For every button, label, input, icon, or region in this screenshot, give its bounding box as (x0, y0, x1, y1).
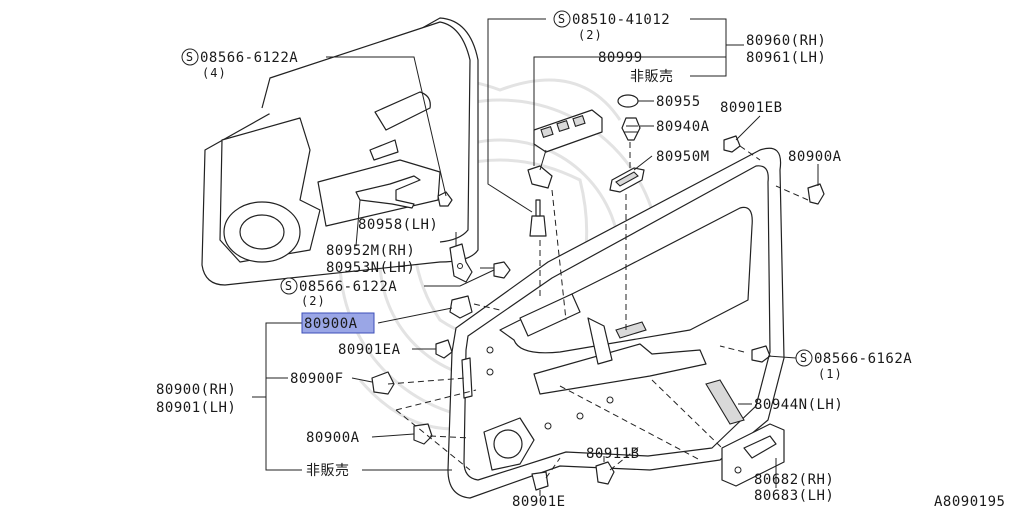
label-80958: 80958(LH) (358, 217, 438, 233)
label-80900F: 80900F (290, 371, 344, 387)
label-80950M: 80950M (656, 149, 710, 165)
svg-text:S: S (285, 279, 293, 293)
label-80961-lh: 80961(LH) (746, 50, 826, 66)
svg-text:S: S (558, 12, 566, 26)
armrest-bracket (355, 175, 421, 209)
clip-80900A-left (413, 423, 433, 445)
handle-bezel-80682 (721, 423, 785, 487)
label-80911B: 80911B (586, 446, 640, 462)
clip-80900A-right (807, 183, 825, 205)
label-80900A-highlight: 80900A (304, 316, 358, 332)
label-80953N: 80953N(LH) (326, 260, 415, 276)
s-symbol-right: S (795, 349, 813, 367)
bracket-80958 (449, 243, 473, 283)
clip-80900AA (449, 295, 473, 319)
label-80952M: 80952M(RH) (326, 243, 415, 259)
label-80682-rh: 80682(RH) (754, 472, 834, 488)
label-screw-left: 08566-6122A (299, 279, 397, 295)
clip-80901E (531, 471, 549, 491)
label-80900A-right: 80900A (788, 149, 842, 165)
label-80999: 80999 (598, 50, 643, 66)
assembly-lines (387, 142, 809, 479)
s-symbol-mid: S (553, 10, 571, 28)
label-80683-lh: 80683(LH) (754, 488, 834, 504)
bolt-08566-6122A-lower (480, 261, 511, 279)
label-80944N: 80944N(LH) (754, 397, 843, 413)
label-screw-mid: 08510-41012 (572, 12, 670, 28)
cap-80955 (617, 94, 639, 108)
label-80955: 80955 (656, 94, 701, 110)
s-symbol-left: S (280, 277, 298, 295)
callout-labels: 08566-6122A (4) 08510-41012 (2) 80960(RH… (156, 12, 1005, 510)
label-screw-top: 08566-6122A (200, 50, 298, 66)
leader-lines (252, 18, 819, 496)
bolt-08566-6122A (437, 191, 453, 207)
power-window-switch (527, 109, 603, 189)
clip-80940A (621, 117, 641, 141)
door-inner-frame (201, 17, 479, 286)
label-screw-top-qty: (4) (202, 66, 227, 80)
label-not-for-sale-bottom: 非販売 (306, 463, 350, 479)
label-80960-rh: 80960(RH) (746, 33, 826, 49)
label-screw-right: 08566-6162A (814, 351, 912, 367)
pull-cup-80950M (609, 167, 645, 193)
label-80940A: 80940A (656, 119, 710, 135)
svg-text:S: S (186, 50, 194, 64)
label-80900A-left: 80900A (306, 430, 360, 446)
label-not-for-sale-top: 非販売 (630, 69, 674, 85)
diagram-id: A8090195 (934, 494, 1005, 510)
clip-80911B (595, 461, 615, 485)
label-80901EB: 80901EB (720, 100, 783, 116)
highlight-80900A[interactable] (301, 312, 375, 334)
clip-80901EA (435, 339, 453, 359)
clip-80900F (371, 371, 395, 395)
label-80901-lh: 80901(LH) (156, 400, 236, 416)
label-80901E: 80901E (512, 494, 566, 510)
label-screw-mid-qty: (2) (578, 28, 603, 42)
bolt-08510-41012 (529, 199, 547, 237)
door-trim-panel (447, 147, 785, 499)
label-screw-right-qty: (1) (818, 367, 843, 381)
label-screw-left-qty: (2) (301, 294, 326, 308)
s-symbol-top: S (181, 48, 199, 66)
label-80901EA: 80901EA (338, 342, 401, 358)
bolt-08566-6162A (751, 345, 771, 363)
trim-strip-80944N (705, 379, 745, 425)
label-80900-rh: 80900(RH) (156, 382, 236, 398)
svg-text:S: S (800, 351, 808, 365)
